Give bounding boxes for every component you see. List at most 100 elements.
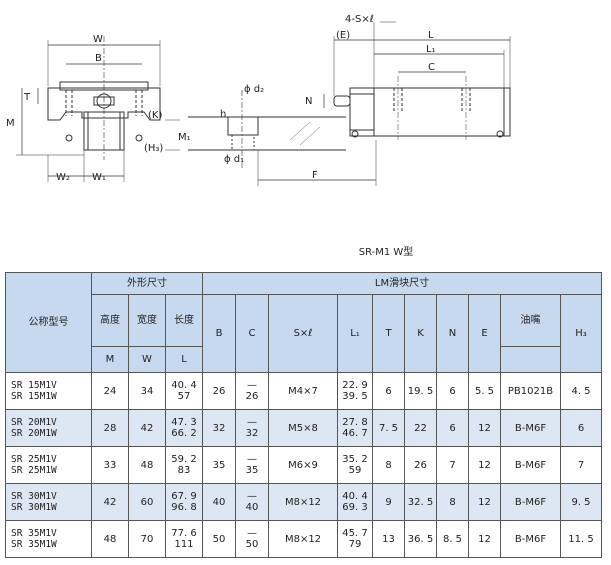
cell-line: 77. 6 xyxy=(171,528,197,539)
cell-line: 57 xyxy=(177,391,191,402)
header-width: 宽度 xyxy=(128,294,166,347)
cell-m: 48 xyxy=(91,520,129,558)
cell-n: 7 xyxy=(436,446,469,484)
cell-line: 66. 2 xyxy=(171,428,197,439)
cell-line: 79 xyxy=(348,539,362,550)
cell-h3: 9. 5 xyxy=(560,483,602,521)
cell-line: 45. 7 xyxy=(342,528,368,539)
cell-line: SR 30M1V xyxy=(11,491,57,502)
cell-line: 59. 2 xyxy=(171,454,197,465)
header-lm: LM滑块尺寸 xyxy=(202,272,602,295)
cell-h3: 4. 5 xyxy=(560,372,602,410)
cell-line: — xyxy=(247,380,257,391)
cell-oil: PB1021B xyxy=(500,372,561,410)
cell-line: SR 30M1W xyxy=(11,502,57,513)
cell-line: 40 xyxy=(245,502,259,513)
label-L1: L₁ xyxy=(426,44,436,55)
header-L1: L₁ xyxy=(337,294,373,373)
label-holes: 4-S×ℓ xyxy=(345,14,374,25)
cell-e: 12 xyxy=(468,483,501,521)
cell-e: 12 xyxy=(468,409,501,447)
label-K: (K) xyxy=(148,110,162,121)
label-h: h xyxy=(220,109,226,120)
cell-line: 69. 3 xyxy=(342,502,368,513)
header-E: E xyxy=(468,294,501,373)
cell-n: 6 xyxy=(436,409,469,447)
header-M: M xyxy=(91,346,129,373)
cell-line: 83 xyxy=(177,465,191,476)
cell-line: — xyxy=(247,454,257,465)
label-W: W xyxy=(93,34,103,45)
header-length: 长度 xyxy=(165,294,203,347)
cell-h3: 7 xyxy=(560,446,602,484)
cell-line: 96. 8 xyxy=(171,502,197,513)
cell-line: 26 xyxy=(245,391,259,402)
label-H3: (H₃) xyxy=(144,143,163,154)
cell-line: 35 xyxy=(245,465,259,476)
cell-line: 22. 9 xyxy=(342,380,368,391)
cell-b: 32 xyxy=(202,409,236,447)
cell-line: 35. 2 xyxy=(342,454,368,465)
figure-caption: SR-M1 W型 xyxy=(358,247,414,258)
cell-n: 8. 5 xyxy=(436,520,469,558)
label-M: M xyxy=(6,118,15,129)
cell-c: —35 xyxy=(235,446,269,484)
cell-w: 60 xyxy=(128,483,166,521)
label-d2: ϕ d₂ xyxy=(244,84,264,95)
header-L: L xyxy=(165,346,203,373)
cell-line: 46. 7 xyxy=(342,428,368,439)
cell-line: SR 25M1W xyxy=(11,465,57,476)
header-C: C xyxy=(235,294,269,373)
cell-line: — xyxy=(247,528,257,539)
cell-s: M8×12 xyxy=(268,483,338,521)
header-N: N xyxy=(436,294,469,373)
cell-w: 70 xyxy=(128,520,166,558)
technical-drawing: W B T M (K) (H₃) W₂ W₁ ϕ d₂ h M₁ ϕ d₁ F xyxy=(6,14,511,186)
header-outer: 外形尺寸 xyxy=(91,272,203,295)
cell-s: M6×9 xyxy=(268,446,338,484)
label-C: C xyxy=(428,62,435,73)
cell-m: 42 xyxy=(91,483,129,521)
cell-h3: 6 xyxy=(560,409,602,447)
cell-c: —50 xyxy=(235,520,269,558)
label-M1: M₁ xyxy=(178,132,191,143)
cell-k: 32. 5 xyxy=(404,483,437,521)
cell-k: 26 xyxy=(404,446,437,484)
cell-line: SR 20M1W xyxy=(11,428,57,439)
cell-c: —40 xyxy=(235,483,269,521)
cell-oil: B-M6F xyxy=(500,446,561,484)
cell-line: SR 25M1V xyxy=(11,454,57,465)
cell-h3: 11. 5 xyxy=(560,520,602,558)
cell-t: 7. 5 xyxy=(372,409,405,447)
cell-line: 27. 8 xyxy=(342,417,368,428)
header-oil-blank xyxy=(500,346,561,373)
spec-table: 公称型号 外形尺寸 LM滑块尺寸 高度 宽度 长度 B C S×ℓ L₁ T K… xyxy=(5,272,602,558)
label-W1: W₁ xyxy=(92,172,106,183)
cell-t: 13 xyxy=(372,520,405,558)
header-B: B xyxy=(202,294,236,373)
cell-c: —26 xyxy=(235,372,269,410)
cell-s: M5×8 xyxy=(268,409,338,447)
cell-line: 32 xyxy=(245,428,259,439)
cell-w: 42 xyxy=(128,409,166,447)
cell-line: SR 35M1V xyxy=(11,528,57,539)
cell-b: 50 xyxy=(202,520,236,558)
header-model: 公称型号 xyxy=(5,272,92,373)
label-L: L xyxy=(428,30,434,41)
